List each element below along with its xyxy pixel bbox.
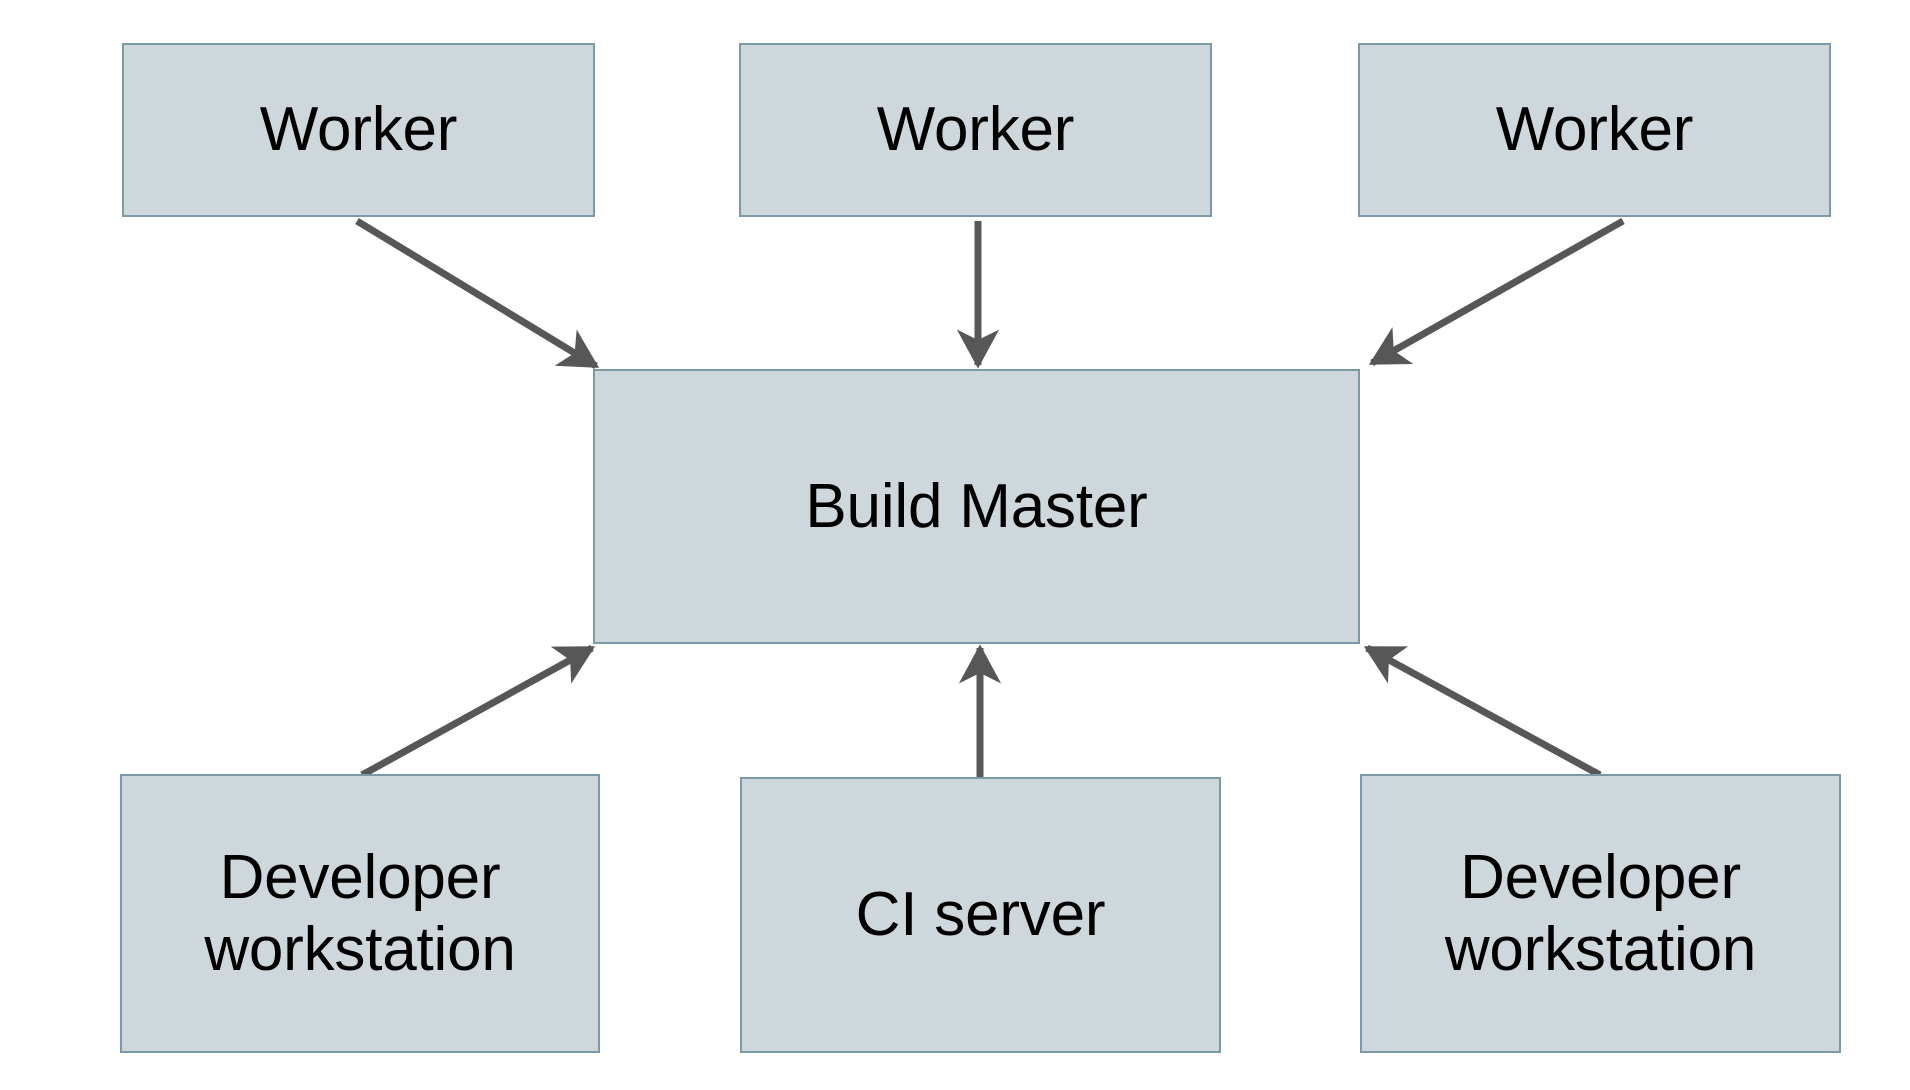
node-developer-workstation-left-label: Developer workstation [204, 842, 516, 984]
node-worker-3[interactable]: Worker [1358, 43, 1831, 217]
node-developer-workstation-left[interactable]: Developer workstation [120, 774, 600, 1053]
node-worker-2[interactable]: Worker [739, 43, 1212, 217]
node-build-master-label: Build Master [805, 471, 1148, 541]
node-developer-workstation-right-label: Developer workstation [1444, 842, 1757, 984]
node-build-master[interactable]: Build Master [593, 369, 1360, 644]
node-ci-server-label: CI server [855, 880, 1106, 950]
edge-dev-right-to-master [1363, 644, 1602, 779]
edge-worker-3-to-master [1368, 217, 1625, 367]
node-developer-workstation-right[interactable]: Developer workstation [1360, 774, 1841, 1053]
node-ci-server[interactable]: CI server [740, 777, 1221, 1053]
node-worker-1-label: Worker [259, 95, 458, 165]
edge-dev-left-to-master [360, 644, 596, 779]
node-worker-2-label: Worker [876, 95, 1075, 165]
node-worker-3-label: Worker [1495, 95, 1694, 165]
edge-worker-1-to-master [355, 218, 600, 369]
node-worker-1[interactable]: Worker [122, 43, 595, 217]
